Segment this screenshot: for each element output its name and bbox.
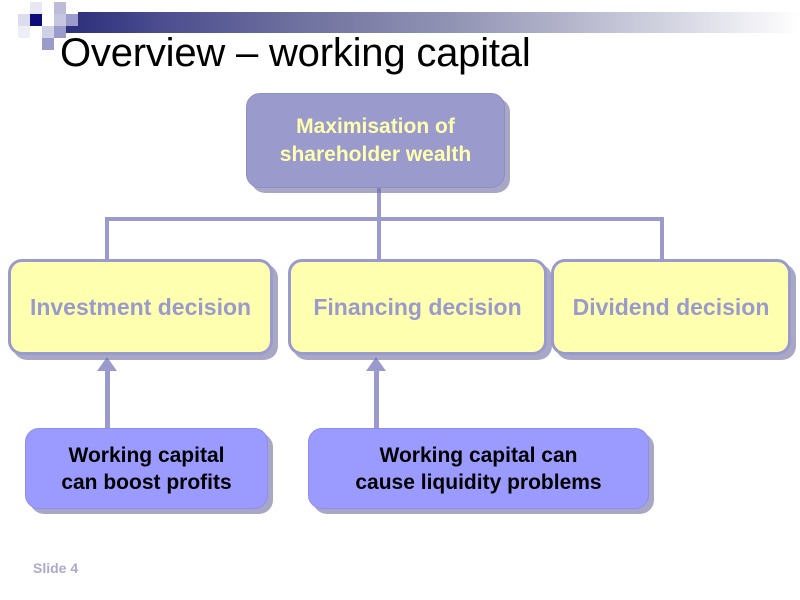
- note-label: Working capital can cause liquidity prob…: [355, 443, 602, 494]
- arrow-head-boost-profits: [97, 357, 117, 371]
- slide-number-label: Slide 4: [33, 560, 79, 576]
- node-label: Investment decision: [29, 294, 252, 320]
- page-title: Overview – working capital: [60, 31, 531, 75]
- header-square: [42, 2, 54, 14]
- header-square: [54, 2, 66, 14]
- node-label: Financing decision: [313, 294, 522, 320]
- connector-drop-dividend: [660, 217, 664, 261]
- node-label: Maximisation of shareholder wealth: [279, 114, 472, 166]
- arrow-shaft-liquidity-problems: [374, 370, 379, 428]
- header-square: [30, 38, 42, 50]
- connector-horizontal-bar: [105, 217, 664, 221]
- connector-drop-financing: [377, 217, 381, 261]
- header-square: [18, 14, 30, 26]
- header-square: [42, 26, 54, 38]
- header-square: [54, 26, 66, 38]
- note-working-capital-boost-profits[interactable]: Working capital can boost profits: [25, 428, 268, 509]
- header-square: [66, 14, 78, 26]
- header-square: [30, 2, 42, 14]
- node-maximisation-shareholder-wealth[interactable]: Maximisation of shareholder wealth: [246, 93, 505, 188]
- connector-root-stem: [377, 188, 381, 220]
- header-square: [54, 14, 66, 26]
- header-square: [42, 38, 54, 50]
- node-label: Dividend decision: [572, 294, 770, 320]
- header-square: [66, 2, 78, 14]
- header-square: [18, 26, 30, 38]
- node-investment-decision[interactable]: Investment decision: [8, 259, 273, 355]
- header-square: [42, 14, 54, 26]
- note-working-capital-liquidity-problems[interactable]: Working capital can cause liquidity prob…: [308, 428, 649, 509]
- note-label: Working capital can boost profits: [61, 443, 232, 494]
- connector-drop-investment: [105, 217, 109, 261]
- header-square: [30, 26, 42, 38]
- header-gradient-bar: [42, 12, 800, 33]
- header-square: [30, 14, 42, 26]
- node-financing-decision[interactable]: Financing decision: [288, 259, 547, 355]
- node-dividend-decision[interactable]: Dividend decision: [551, 259, 791, 355]
- arrow-head-liquidity-problems: [366, 357, 386, 371]
- arrow-shaft-boost-profits: [105, 370, 110, 428]
